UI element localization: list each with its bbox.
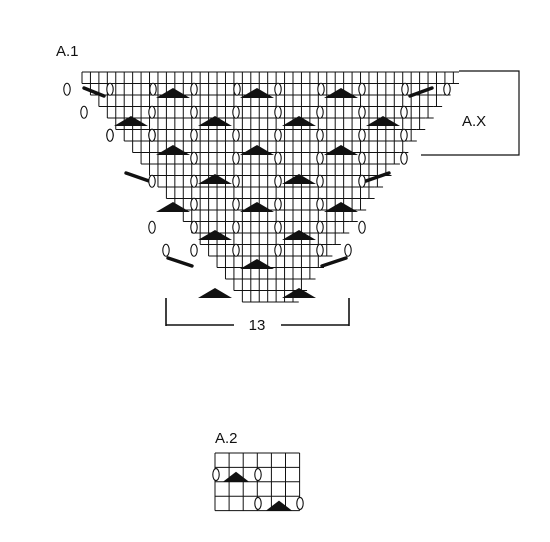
yarn-over-icon xyxy=(190,220,198,234)
yarn-over-icon xyxy=(316,174,324,188)
decrease-triangle-icon xyxy=(240,259,274,269)
chart-a2-title: A.2 xyxy=(215,430,238,447)
yarn-over-icon xyxy=(316,243,324,257)
yarn-over-icon xyxy=(254,496,262,510)
yarn-over-icon xyxy=(149,82,157,96)
slanted-decrease-icon xyxy=(124,171,151,183)
decrease-triangle-icon xyxy=(282,230,316,240)
yarn-over-icon xyxy=(274,174,282,188)
yarn-over-icon xyxy=(254,468,262,482)
yarn-over-icon xyxy=(162,243,170,257)
yarn-over-icon xyxy=(274,151,282,165)
decrease-triangle-icon xyxy=(324,202,358,212)
yarn-over-icon xyxy=(232,243,240,257)
yarn-over-icon xyxy=(358,105,366,119)
yarn-over-icon xyxy=(358,220,366,234)
decrease-triangle-icon xyxy=(156,202,190,212)
yarn-over-icon xyxy=(296,496,304,510)
yarn-over-icon xyxy=(80,105,88,119)
yarn-over-icon xyxy=(190,128,198,142)
decrease-triangle-icon xyxy=(156,88,190,98)
yarn-over-icon xyxy=(190,82,198,96)
yarn-over-icon xyxy=(232,151,240,165)
slanted-decrease-icon xyxy=(408,86,434,98)
yarn-over-icon xyxy=(190,243,198,257)
chart-a1-title: A.1 xyxy=(56,43,79,60)
yarn-over-icon xyxy=(190,174,198,188)
yarn-over-icon xyxy=(358,151,366,165)
decrease-triangle-icon xyxy=(223,471,249,482)
yarn-over-icon xyxy=(443,82,451,96)
slanted-decrease-icon xyxy=(82,86,106,98)
yarn-over-icon xyxy=(400,151,408,165)
decrease-triangle-icon xyxy=(324,145,358,155)
decrease-triangle-icon xyxy=(366,116,400,126)
yarn-over-icon xyxy=(316,151,324,165)
decrease-triangle-icon xyxy=(240,88,274,98)
yarn-over-icon xyxy=(358,128,366,142)
yarn-over-icon xyxy=(106,82,114,96)
yarn-over-icon xyxy=(148,128,156,142)
decrease-triangle-icon xyxy=(198,174,232,184)
yarn-over-icon xyxy=(212,468,220,482)
yarn-over-icon xyxy=(274,220,282,234)
yarn-over-icon xyxy=(274,243,282,257)
yarn-over-icon xyxy=(106,128,114,142)
yarn-over-icon xyxy=(190,151,198,165)
yarn-over-icon xyxy=(232,174,240,188)
yarn-over-icon xyxy=(63,82,71,96)
slanted-decrease-icon xyxy=(166,256,194,268)
width-marker-label: 13 xyxy=(249,317,266,334)
yarn-over-icon xyxy=(316,197,324,211)
yarn-over-icon xyxy=(232,197,240,211)
yarn-over-icon xyxy=(190,197,198,211)
decrease-triangle-icon xyxy=(198,230,232,240)
decrease-triangle-icon xyxy=(324,88,358,98)
yarn-over-icon xyxy=(400,128,408,142)
decrease-triangle-icon xyxy=(266,500,292,511)
decrease-triangle-icon xyxy=(282,116,316,126)
yarn-over-icon xyxy=(232,128,240,142)
chart-a1-symbols xyxy=(63,82,451,298)
decrease-triangle-icon xyxy=(240,145,274,155)
yarn-over-icon xyxy=(148,105,156,119)
yarn-over-icon xyxy=(401,82,409,96)
yarn-over-icon xyxy=(148,174,156,188)
chart-a2-symbols xyxy=(212,468,304,511)
yarn-over-icon xyxy=(190,105,198,119)
yarn-over-icon xyxy=(274,128,282,142)
yarn-over-icon xyxy=(233,82,241,96)
yarn-over-icon xyxy=(358,174,366,188)
decrease-triangle-icon xyxy=(198,288,232,298)
yarn-over-icon xyxy=(400,105,408,119)
yarn-over-icon xyxy=(232,105,240,119)
yarn-over-icon xyxy=(232,220,240,234)
repeat-box-label: A.X xyxy=(462,113,486,130)
yarn-over-icon xyxy=(274,82,282,96)
slanted-decrease-icon xyxy=(320,256,348,268)
yarn-over-icon xyxy=(358,82,366,96)
yarn-over-icon xyxy=(316,128,324,142)
yarn-over-icon xyxy=(148,220,156,234)
decrease-triangle-icon xyxy=(282,288,316,298)
decrease-triangle-icon xyxy=(240,202,274,212)
yarn-over-icon xyxy=(316,220,324,234)
yarn-over-icon xyxy=(274,105,282,119)
yarn-over-icon xyxy=(316,105,324,119)
decrease-triangle-icon xyxy=(282,174,316,184)
yarn-over-icon xyxy=(344,243,352,257)
slanted-decrease-icon xyxy=(364,171,391,183)
width-marker: 13 xyxy=(165,298,350,334)
decrease-triangle-icon xyxy=(198,116,232,126)
decrease-triangle-icon xyxy=(156,145,190,155)
repeat-box-ax: A.X xyxy=(421,70,520,156)
decrease-triangle-icon xyxy=(114,116,148,126)
yarn-over-icon xyxy=(274,197,282,211)
yarn-over-icon xyxy=(317,82,325,96)
